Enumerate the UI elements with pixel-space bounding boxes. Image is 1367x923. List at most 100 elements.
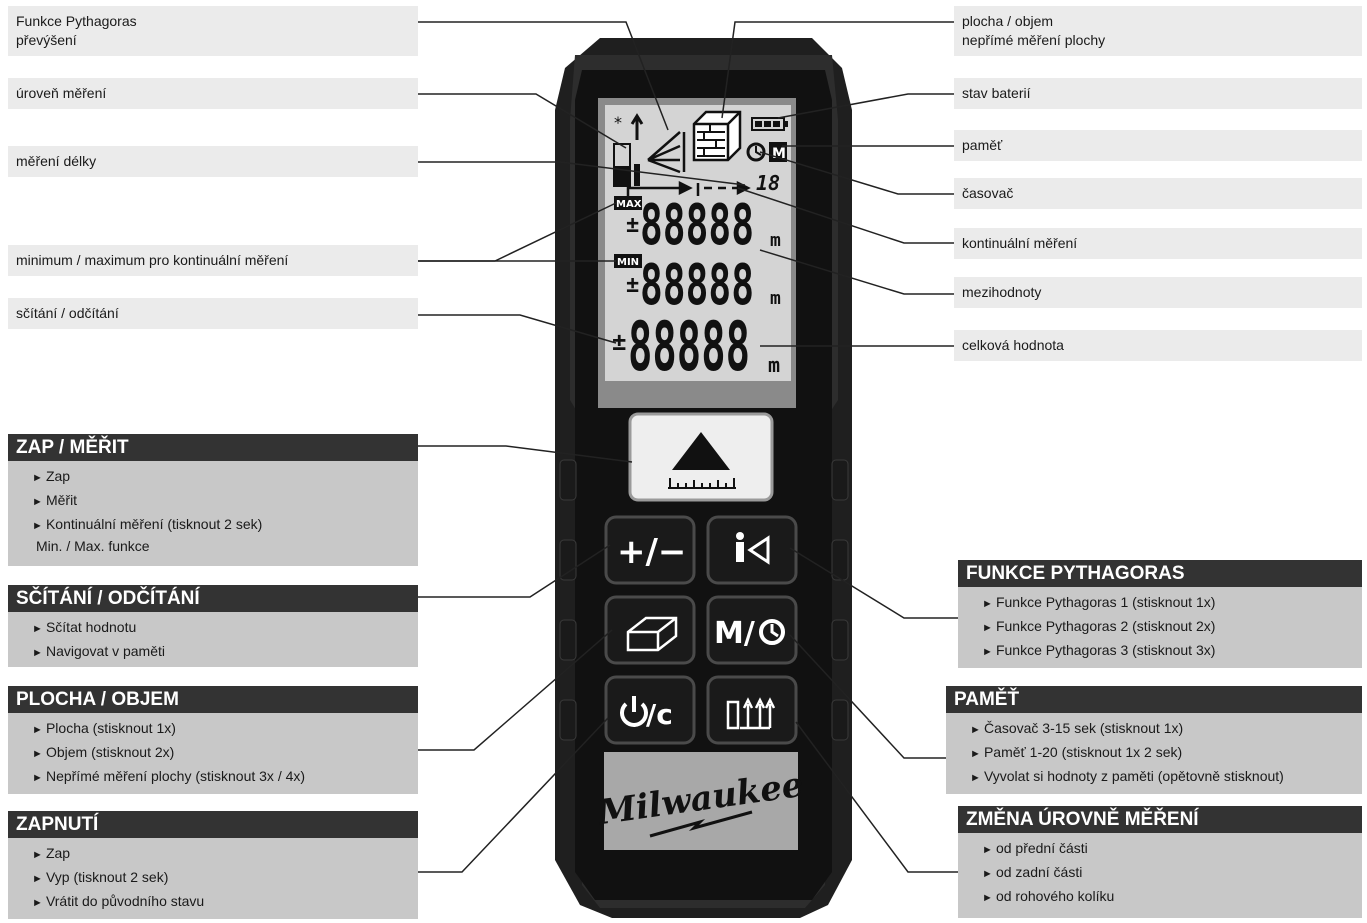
box-title: ZAPNUTÍ <box>8 811 418 838</box>
power-key-label: /c <box>646 698 673 731</box>
area-volume-key-icon <box>626 616 678 652</box>
area-volume-icon <box>692 110 742 162</box>
box-zapnuti: ZAPNUTÍ Zap Vyp (tisknout 2 sek) Vrátit … <box>8 811 418 919</box>
unit-total: m <box>768 353 780 377</box>
lcd-digits-row2: 88888 <box>640 253 754 318</box>
ruler-icon <box>668 478 736 489</box>
list-item: Objem (stisknout 2x) <box>32 741 418 765</box>
box-list: Zap Vyp (tisknout 2 sek) Vrátit do původ… <box>8 838 418 914</box>
memory-icon: M <box>769 142 787 162</box>
reference-level-button[interactable] <box>706 675 798 745</box>
pythagoras-button[interactable] <box>706 515 798 585</box>
box-title: FUNKCE PYTHAGORAS <box>958 560 1362 587</box>
lcd-digits-row1: 88888 <box>640 193 754 258</box>
label-line: sčítání / odčítání <box>16 305 119 321</box>
length-label: měření délky <box>8 146 418 177</box>
list-item: Zap <box>32 465 418 489</box>
label-line: celková hodnota <box>962 337 1064 353</box>
pythagoras-icon <box>647 131 686 174</box>
list-item: Sčítat hodnotu <box>32 616 418 640</box>
timer-key-icon <box>759 619 785 645</box>
box-zmena-urovne: ZMĚNA ÚROVNĚ MĚŘENÍ od přední části od z… <box>958 806 1362 918</box>
box-list: Plocha (stisknout 1x) Objem (stisknout 2… <box>8 713 418 789</box>
intermediate-label: mezihodnoty <box>954 277 1362 308</box>
label-line: kontinuální měření <box>962 235 1078 251</box>
list-item: Plocha (stisknout 1x) <box>32 717 418 741</box>
plus-minus-sign: ± <box>626 213 639 238</box>
pythagoras-label: Funkce Pythagoras převýšení <box>8 6 418 56</box>
box-title: ZMĚNA ÚROVNĚ MĚŘENÍ <box>958 806 1362 833</box>
box-extra-line: Min. / Max. funkce <box>36 538 150 554</box>
plus-minus-sign: ± <box>626 273 639 298</box>
box-title: SČÍTÁNÍ / ODČÍTÁNÍ <box>8 585 418 612</box>
box-plocha-objem: PLOCHA / OBJEM Plocha (stisknout 1x) Obj… <box>8 686 418 794</box>
measure-button[interactable] <box>628 412 774 502</box>
box-list: Časovač 3-15 sek (stisknout 1x) Paměť 1-… <box>946 713 1362 789</box>
list-item: Vyp (tisknout 2 sek) <box>32 866 418 890</box>
brand-plate: Milwaukee <box>595 752 806 850</box>
power-clear-button[interactable]: /c <box>604 675 696 745</box>
list-item: Měřit <box>32 489 418 513</box>
list-item: Vyvolat si hodnoty z paměti (opětovně st… <box>970 765 1362 789</box>
label-line: plocha / objem <box>962 13 1054 29</box>
minmax-label: minimum / maximum pro kontinuální měření <box>8 245 418 276</box>
power-icon <box>620 696 648 727</box>
list-item: Kontinuální měření (tisknout 2 sek) <box>32 513 418 537</box>
box-title: PAMĚŤ <box>946 686 1362 713</box>
list-item: od zadní části <box>982 861 1362 885</box>
continuous-label: kontinuální měření <box>954 228 1362 259</box>
total-label: celková hodnota <box>954 330 1362 361</box>
box-list: Zap Měřit Kontinuální měření (tisknout 2… <box>8 461 418 537</box>
reference-level-icon <box>726 697 776 730</box>
timer-icon <box>746 142 766 162</box>
svg-text:*: * <box>614 113 622 132</box>
box-pamet: PAMĚŤ Časovač 3-15 sek (stisknout 1x) Pa… <box>946 686 1362 794</box>
unit-row2: m <box>770 288 781 309</box>
label-line: nepřímé měření plochy <box>962 32 1106 48</box>
memory-counter: 18 <box>756 171 780 195</box>
box-title: PLOCHA / OBJEM <box>8 686 418 713</box>
battery-icon <box>751 117 788 131</box>
list-item: Časovač 3-15 sek (stisknout 1x) <box>970 717 1362 741</box>
list-item: Funkce Pythagoras 2 (stisknout 2x) <box>982 615 1362 639</box>
memory-timer-button[interactable]: M/ <box>706 595 798 665</box>
label-line: minimum / maximum pro kontinuální měření <box>16 252 289 268</box>
plus-minus-key-label: +/− <box>617 532 686 572</box>
list-item: Nepřímé měření plochy (stisknout 3x / 4x… <box>32 765 418 789</box>
box-title: ZAP / MĚŘIT <box>8 434 418 461</box>
unit-row1: m <box>770 230 781 251</box>
list-item: Funkce Pythagoras 1 (stisknout 1x) <box>982 591 1362 615</box>
label-line: mezihodnoty <box>962 284 1042 300</box>
label-line: úroveň měření <box>16 85 107 101</box>
list-item: od přední části <box>982 837 1362 861</box>
label-line: paměť <box>962 137 1003 153</box>
list-item: Zap <box>32 842 418 866</box>
plus-minus-button[interactable]: +/− <box>604 515 696 585</box>
lightning-bolt-icon <box>649 810 753 838</box>
memory-tag: M <box>772 146 786 162</box>
box-funkce-pythagoras: FUNKCE PYTHAGORAS Funkce Pythagoras 1 (s… <box>958 560 1362 668</box>
list-item: Navigovat v paměti <box>32 640 418 664</box>
min-tag: MIN <box>617 257 639 268</box>
list-item: Funkce Pythagoras 3 (stisknout 3x) <box>982 639 1362 663</box>
area-volume-button[interactable] <box>604 595 696 665</box>
list-item: Vrátit do původního stavu <box>32 890 418 914</box>
label-line: časovač <box>962 185 1014 201</box>
label-line: měření délky <box>16 153 97 169</box>
area-label: plocha / objem nepřímé měření plochy <box>954 6 1362 56</box>
box-list: od přední části od zadní části od rohové… <box>958 833 1362 909</box>
box-list: Sčítat hodnotu Navigovat v paměti <box>8 612 418 664</box>
plus-minus-sign: ± <box>612 328 626 356</box>
max-tag: MAX <box>616 199 642 210</box>
leader-lines <box>418 21 958 873</box>
level-label: úroveň měření <box>8 78 418 109</box>
list-item: od rohového kolíku <box>982 885 1362 909</box>
lcd-display: * M <box>598 98 796 408</box>
label-line: převýšení <box>16 32 77 48</box>
box-list: Funkce Pythagoras 1 (stisknout 1x) Funkc… <box>958 587 1362 663</box>
box-scitani: SČÍTÁNÍ / ODČÍTÁNÍ Sčítat hodnotu Navigo… <box>8 585 418 667</box>
battery-label: stav baterií <box>954 78 1362 109</box>
person-pythagoras-icon <box>736 532 770 565</box>
box-zap-merit: ZAP / MĚŘIT Zap Měřit Kontinuální měření… <box>8 434 418 566</box>
label-line: Funkce Pythagoras <box>16 13 137 29</box>
